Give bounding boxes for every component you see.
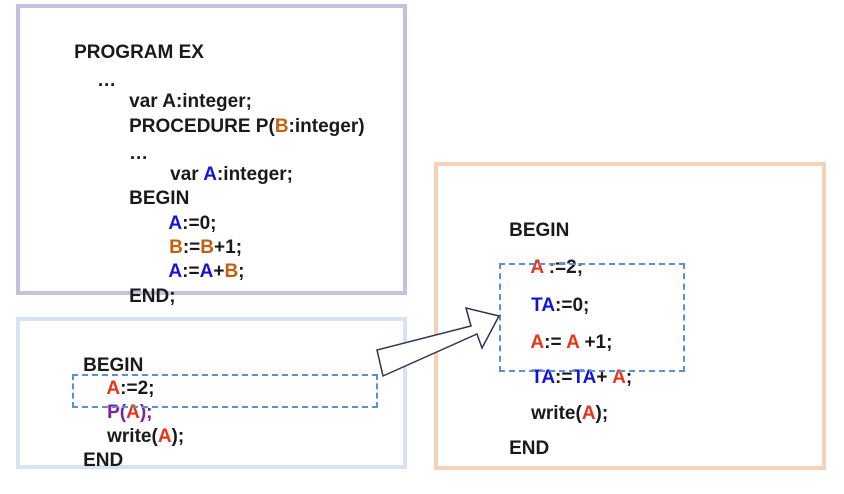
ellipsis-line-1: … bbox=[76, 48, 116, 114]
stmt2-assign: := bbox=[182, 237, 201, 258]
ta-update-plus: + bbox=[596, 367, 613, 388]
ta-update-semicolon: ; bbox=[625, 367, 633, 388]
a-update-var-a: A bbox=[530, 332, 545, 353]
local-var-keyword: var bbox=[170, 164, 204, 185]
a-update-assign: := bbox=[544, 332, 567, 353]
a-update-statement: A:= A +1; bbox=[510, 310, 612, 376]
main-begin: BEGIN bbox=[62, 333, 143, 399]
stmt3-var-a: A bbox=[168, 261, 183, 282]
expansion-arrow-icon bbox=[376, 306, 501, 378]
stmt3-plus: + bbox=[213, 261, 225, 282]
write-pre: write( bbox=[107, 426, 158, 447]
ta-update-var: TA bbox=[531, 367, 556, 388]
stmt1-op: :=0; bbox=[182, 213, 217, 234]
program-ex-panel: PROGRAM EX … var A:integer; PROCEDURE P(… bbox=[16, 4, 407, 307]
stmt2-var-b: B bbox=[169, 237, 183, 258]
ta-init-op: :=0; bbox=[555, 295, 590, 316]
ta-update-var2: TA bbox=[572, 367, 597, 388]
expanded-begin: BEGIN bbox=[488, 198, 569, 264]
ta-update-var-a: A bbox=[612, 367, 626, 388]
statement-a-zero: A:=0; bbox=[148, 191, 216, 257]
ellipsis-line-2: … bbox=[108, 121, 148, 187]
a-update-var-a2: A bbox=[566, 332, 580, 353]
expanded-assign-op: :=2; bbox=[543, 257, 584, 278]
procedure-end: END; bbox=[108, 264, 176, 330]
main-assign-op: :=2; bbox=[120, 378, 155, 399]
expanded-write-post: ); bbox=[595, 403, 609, 424]
program-header-text: PROGRAM EX bbox=[74, 42, 204, 63]
main-assign-var-a: A bbox=[106, 378, 121, 399]
ta-update-statement: TA:=TA+ A; bbox=[510, 345, 632, 411]
stmt3-var-a2: A bbox=[199, 261, 214, 282]
expanded-write: write(A); bbox=[510, 381, 608, 447]
main-end-text: END bbox=[83, 450, 124, 471]
write-arg-a: A bbox=[157, 426, 172, 447]
stmt2-var-b2: B bbox=[200, 237, 215, 258]
expanded-highlight-box bbox=[499, 263, 685, 372]
ta-update-assign: := bbox=[555, 367, 573, 388]
ta-init-var: TA bbox=[531, 295, 556, 316]
write-post: ); bbox=[171, 426, 185, 447]
procedure-begin: BEGIN bbox=[108, 166, 189, 232]
stmt3-var-b: B bbox=[224, 261, 239, 282]
main-assign: A:=2; bbox=[86, 356, 154, 422]
local-var-type: :integer; bbox=[216, 164, 293, 185]
arrow-shape bbox=[376, 306, 501, 378]
stmt1-var-a: A bbox=[168, 213, 183, 234]
program-header: PROGRAM EX bbox=[53, 20, 204, 86]
expanded-write-arg-a: A bbox=[581, 403, 596, 424]
proc-begin-text: BEGIN bbox=[129, 188, 190, 209]
expanded-assign: A :=2; bbox=[510, 235, 583, 301]
stmt2-plus-one: +1; bbox=[214, 237, 243, 258]
proc-suffix: :integer) bbox=[288, 116, 365, 137]
ellipsis-2: … bbox=[129, 143, 149, 164]
local-var-a: A bbox=[203, 164, 217, 185]
statement-b-increment: B:=B+1; bbox=[148, 215, 242, 281]
call-highlight-box bbox=[72, 374, 378, 408]
stmt3-semicolon: ; bbox=[238, 261, 245, 282]
main-write: write(A); bbox=[86, 404, 184, 470]
main-end: END bbox=[62, 428, 123, 494]
ta-init-statement: TA:=0; bbox=[510, 273, 589, 339]
local-var-declaration: var A:integer; bbox=[149, 142, 293, 208]
procedure-declaration: PROCEDURE P(B:integer) bbox=[108, 94, 365, 160]
statement-a-sum: A:=A+B; bbox=[148, 239, 245, 305]
expanded-write-pre: write( bbox=[531, 403, 582, 424]
expanded-assign-var-a: A bbox=[530, 257, 544, 278]
stmt3-assign: := bbox=[182, 261, 200, 282]
proc-prefix: PROCEDURE P( bbox=[129, 116, 275, 137]
a-update-plus-one: +1; bbox=[579, 332, 613, 353]
ellipsis-1: … bbox=[97, 70, 117, 91]
expanded-begin-text: BEGIN bbox=[509, 220, 570, 241]
expanded-end: END bbox=[488, 416, 549, 482]
expanded-end-text: END bbox=[509, 438, 550, 459]
global-var-declaration: var A:integer; bbox=[108, 69, 252, 135]
proc-end-text: END; bbox=[129, 286, 176, 307]
proc-param-b: B bbox=[274, 116, 289, 137]
main-begin-text: BEGIN bbox=[83, 355, 144, 376]
global-var-text: var A:integer; bbox=[129, 91, 252, 112]
